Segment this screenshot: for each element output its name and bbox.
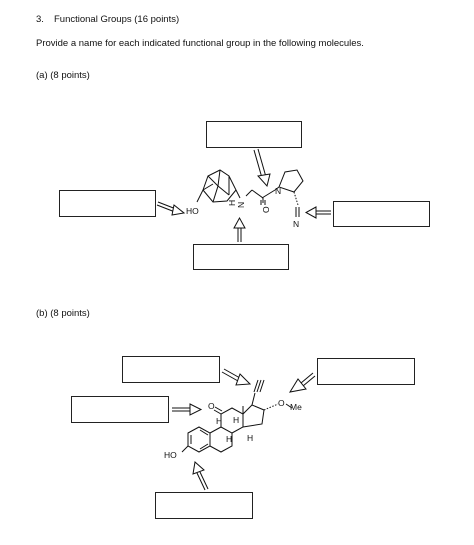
atom-a-n-ring: N: [275, 186, 281, 196]
atom-a-h-amine: H: [227, 200, 237, 206]
part-a-label: (a) (8 points): [36, 70, 90, 81]
arrows-a: [156, 148, 331, 242]
answer-box-b-bottom[interactable]: [155, 492, 253, 519]
atom-b-h4: H: [247, 433, 253, 443]
answer-box-b-left[interactable]: [71, 396, 169, 423]
arrow-b-left: [172, 403, 203, 416]
question-title: Functional Groups (16 points): [54, 14, 180, 25]
atom-a-ho: HO: [186, 206, 199, 216]
answer-box-b-top-left[interactable]: [122, 356, 220, 383]
answer-box-a-right[interactable]: [333, 201, 430, 227]
question-number: 3.: [36, 14, 44, 25]
molecule-a-labels: HO H N O N N: [186, 186, 299, 229]
question-instruction: Provide a name for each indicated functi…: [36, 38, 364, 49]
arrow-b-top-right: [288, 372, 316, 393]
arrow-b-bottom: [192, 461, 209, 491]
arrows-b: [172, 368, 316, 491]
atom-a-o-carbonyl: O: [261, 206, 271, 213]
answer-box-b-top-right[interactable]: [317, 358, 415, 385]
answer-box-a-left[interactable]: [59, 190, 156, 217]
answer-box-a-bottom[interactable]: [193, 244, 289, 270]
atom-b-h1: H: [216, 416, 222, 426]
atom-b-h2: H: [233, 415, 239, 425]
atom-b-o-ketone: O: [208, 401, 215, 411]
arrow-a-bottom: [233, 216, 246, 242]
molecule-b: [181, 379, 293, 453]
molecule-b-labels: O O Me H H H H HO: [164, 398, 302, 460]
arrow-a-top: [253, 148, 271, 188]
arrow-b-top-left: [221, 368, 252, 386]
atom-b-h3: H: [226, 434, 232, 444]
answer-box-a-top[interactable]: [206, 121, 302, 148]
part-b-label: (b) (8 points): [36, 308, 90, 319]
arrow-a-left: [156, 201, 186, 216]
atom-b-me: Me: [290, 402, 302, 412]
atom-a-n-nitrile: N: [293, 219, 299, 229]
arrow-a-right: [304, 206, 331, 219]
atom-a-n-amine: N: [236, 202, 246, 208]
molecule-a: [196, 169, 304, 217]
atom-b-ho: HO: [164, 450, 177, 460]
atom-b-o-ether: O: [278, 398, 285, 408]
